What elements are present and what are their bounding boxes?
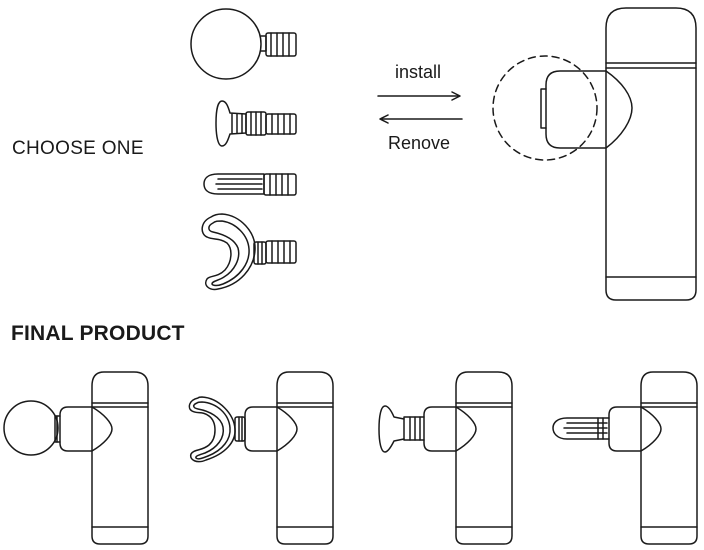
choose-one-label: CHOOSE ONE — [12, 138, 144, 159]
attachment-fork-head — [202, 214, 296, 289]
attachment-socket-highlight — [493, 56, 597, 160]
attachment-ball-head — [191, 9, 296, 79]
remove-label: Renove — [388, 133, 451, 153]
attachment-bullet-head — [204, 174, 296, 195]
final-product-flat-head — [379, 372, 512, 544]
final-product-fork-head — [189, 372, 333, 544]
final-product-bullet-head — [553, 372, 697, 544]
final-product-label: FINAL PRODUCT — [11, 322, 185, 345]
final-product-ball-head — [4, 372, 148, 544]
large-massager — [541, 8, 696, 300]
remove-arrow — [380, 115, 462, 123]
attachment-flat-head — [216, 101, 296, 146]
install-arrow — [378, 92, 460, 100]
install-label: install — [395, 62, 442, 82]
